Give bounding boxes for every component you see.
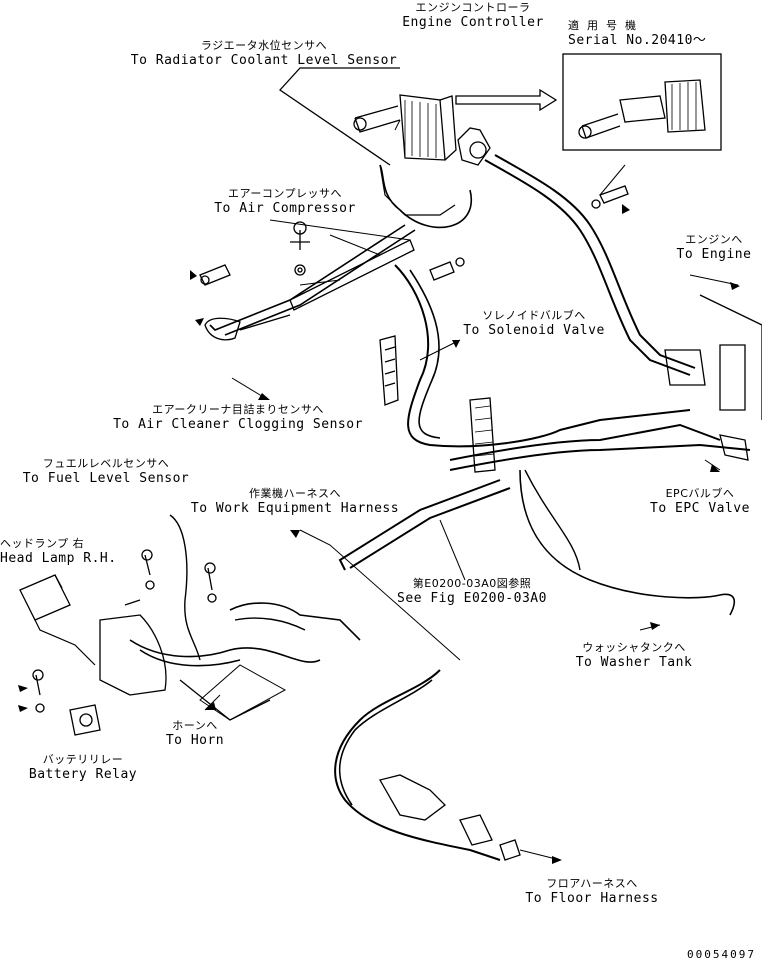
battery-relay-en: Battery Relay <box>28 767 138 782</box>
see-fig-jp: 第E0200-03A0図参照 <box>412 577 532 590</box>
fuel-level-label: フュエルレベルセンサへ To Fuel Level Sensor <box>12 456 200 486</box>
serial-label: 適用号機 Serial No.20410～ <box>568 18 706 48</box>
engine-controller-jp: エンジンコントローラ <box>415 1 531 14</box>
engine-en: To Engine <box>676 247 752 262</box>
engine-connector <box>664 294 762 420</box>
engine-jp: エンジンへ <box>685 233 743 246</box>
head-lamp-part <box>19 574 96 666</box>
fuel-level-en: To Fuel Level Sensor <box>22 471 190 486</box>
radiator-jp: ラジエータ水位センサへ <box>200 39 328 52</box>
horn-en: To Horn <box>165 733 225 748</box>
epc-connector <box>719 434 749 461</box>
epc-valve-label: EPCバルブへ To EPC Valve <box>642 486 758 516</box>
head-lamp-label: ヘッドランプ 右 Head Lamp R.H. <box>0 536 152 566</box>
serial-jp: 適用号機 <box>568 19 644 32</box>
work-equipment-jp: 作業機ハーネスへ <box>249 487 341 500</box>
head-lamp-en: Head Lamp R.H. <box>0 551 117 566</box>
see-fig-label: 第E0200-03A0図参照 See Fig E0200-03A0 <box>388 576 556 606</box>
horn-jp: ホーンへ <box>172 719 218 732</box>
air-compressor-label: エアーコンプレッサへ To Air Compressor <box>200 186 370 216</box>
air-cleaner-en: To Air Cleaner Clogging Sensor <box>113 417 363 432</box>
air-cleaner-label: エアークリーナ目詰まりセンサへ To Air Cleaner Clogging … <box>104 402 372 432</box>
serial-en: Serial No.20410～ <box>568 33 707 48</box>
fuel-sensor-lead <box>169 514 201 661</box>
radiator-leader <box>279 67 400 166</box>
floor-harness-label: フロアハーネスへ To Floor Harness <box>514 876 670 906</box>
solenoid-jp: ソレノイドバルブへ <box>482 309 586 322</box>
radiator-label: ラジエータ水位センサへ To Radiator Coolant Level Se… <box>124 38 404 68</box>
air-cleaner-jp: エアークリーナ目詰まりセンサへ <box>152 403 324 416</box>
mounting-plate <box>199 185 629 311</box>
washer-en: To Washer Tank <box>575 655 693 670</box>
washer-jp: ウォッシャタンクへ <box>582 641 686 654</box>
relay-box <box>469 397 496 473</box>
work-equipment-en: To Work Equipment Harness <box>190 501 400 516</box>
engine-controller-label: エンジンコントローラ Engine Controller <box>378 0 568 30</box>
arrowheads <box>18 204 740 864</box>
solenoid-en: To Solenoid Valve <box>463 323 605 338</box>
air-compressor-jp: エアーコンプレッサへ <box>227 187 342 200</box>
solenoid-label: ソレノイドバルブへ To Solenoid Valve <box>458 308 610 338</box>
document-number: 00054097 <box>687 948 756 961</box>
battery-relay-part <box>69 602 361 736</box>
air-cleaner-sensor <box>204 314 291 341</box>
battery-relay-label: バッテリリレー Battery Relay <box>18 752 148 782</box>
washer-label: ウォッシャタンクへ To Washer Tank <box>568 640 700 670</box>
work-equipment-label: 作業機ハーネスへ To Work Equipment Harness <box>180 486 410 516</box>
fuel-level-jp: フュエルレベルセンサへ <box>42 457 170 470</box>
serial-box <box>562 53 722 151</box>
bolts-left <box>32 549 217 713</box>
floor-harness-en: To Floor Harness <box>525 891 659 906</box>
battery-relay-jp: バッテリリレー <box>42 753 124 766</box>
engine-controller-part <box>353 94 491 166</box>
engine-label: エンジンへ To Engine <box>670 232 758 262</box>
horn-label: ホーンへ To Horn <box>150 718 240 748</box>
epc-valve-jp: EPCバルブへ <box>665 487 735 500</box>
epc-valve-en: To EPC Valve <box>650 501 750 516</box>
floor-harness-jp: フロアハーネスへ <box>546 877 638 890</box>
radiator-en: To Radiator Coolant Level Sensor <box>130 53 398 68</box>
see-fig-en: See Fig E0200-03A0 <box>397 591 547 606</box>
head-lamp-jp: ヘッドランプ 右 <box>0 537 85 550</box>
solenoid-connectors <box>379 335 399 406</box>
main-harness <box>209 154 751 616</box>
floor-harness <box>334 669 521 861</box>
air-compressor-en: To Air Compressor <box>214 201 356 216</box>
serial-arrow <box>455 88 558 112</box>
engine-controller-en: Engine Controller <box>402 15 544 30</box>
